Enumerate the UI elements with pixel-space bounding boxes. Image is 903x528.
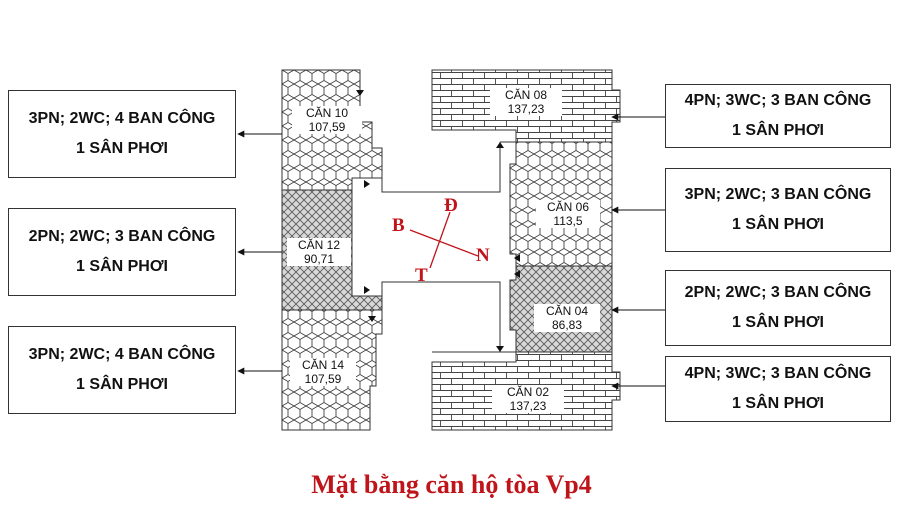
compass-north: Đ — [444, 195, 458, 216]
unit-area: 90,71 — [303, 252, 335, 266]
right-leaders — [611, 113, 665, 390]
unit-area: 86,83 — [551, 318, 583, 332]
unit-name: CĂN 06 — [546, 200, 590, 214]
box-line-2: 1 SÂN PHƠI — [76, 376, 168, 393]
unit-name: CĂN 08 — [504, 88, 548, 102]
box-line-1: 3PN; 2WC; 3 BAN CÔNG — [684, 186, 872, 203]
unit-area: 107,59 — [304, 372, 342, 386]
unit-label-14: CĂN 14 107,59 — [290, 358, 356, 386]
unit-label-08: CĂN 08 137,23 — [490, 88, 562, 116]
unit-label-02: CĂN 02 137,23 — [492, 385, 564, 413]
unit-name: CĂN 04 — [545, 304, 589, 318]
compass-west: B — [392, 215, 405, 236]
unit-area: 113,5 — [553, 214, 583, 228]
description-box-unit-10: 3PN; 2WC; 4 BAN CÔNG 1 SÂN PHƠI — [8, 90, 236, 178]
description-box-unit-06: 3PN; 2WC; 3 BAN CÔNG 1 SÂN PHƠI — [665, 168, 891, 252]
unit-name: CĂN 14 — [301, 358, 345, 372]
unit-name: CĂN 12 — [297, 238, 341, 252]
unit-name: CĂN 02 — [506, 385, 550, 399]
compass-south: T — [415, 265, 428, 286]
door-markers — [356, 90, 520, 352]
box-line-1: 4PN; 3WC; 3 BAN CÔNG — [684, 92, 872, 109]
unit-label-10: CĂN 10 107,59 — [292, 106, 362, 134]
unit-label-04: CĂN 04 86,83 — [534, 304, 600, 332]
box-line-2: 1 SÂN PHƠI — [732, 395, 824, 412]
box-line-2: 1 SÂN PHƠI — [76, 140, 168, 157]
box-line-2: 1 SÂN PHƠI — [732, 314, 824, 331]
box-line-2: 1 SÂN PHƠI — [732, 216, 824, 233]
right-wing — [431, 69, 621, 431]
unit-area: 137,23 — [507, 102, 545, 116]
box-line-1: 4PN; 3WC; 3 BAN CÔNG — [684, 365, 872, 382]
description-box-unit-02: 4PN; 3WC; 3 BAN CÔNG 1 SÂN PHƠI — [665, 356, 891, 422]
box-line-1: 3PN; 2WC; 4 BAN CÔNG — [28, 110, 216, 127]
unit-area: 107,59 — [308, 120, 346, 134]
unit-name: CĂN 10 — [305, 106, 349, 120]
description-box-unit-12: 2PN; 2WC; 3 BAN CÔNG 1 SÂN PHƠI — [8, 208, 236, 296]
box-line-1: 3PN; 2WC; 4 BAN CÔNG — [28, 346, 216, 363]
compass-east: N — [476, 245, 490, 266]
compass-lines — [409, 211, 479, 269]
unit-label-06: CĂN 06 113,5 — [536, 200, 600, 228]
corridor — [381, 141, 516, 353]
unit-label-12: CĂN 12 90,71 — [287, 238, 351, 266]
box-line-2: 1 SÂN PHƠI — [732, 122, 824, 139]
description-box-unit-14: 3PN; 2WC; 4 BAN CÔNG 1 SÂN PHƠI — [8, 326, 236, 414]
left-leaders — [237, 130, 282, 375]
description-box-unit-04: 2PN; 2WC; 3 BAN CÔNG 1 SÂN PHƠI — [665, 270, 891, 346]
box-line-1: 2PN; 2WC; 3 BAN CÔNG — [28, 228, 216, 245]
left-wing — [281, 69, 383, 431]
description-box-unit-08: 4PN; 3WC; 3 BAN CÔNG 1 SÂN PHƠI — [665, 84, 891, 148]
box-line-2: 1 SÂN PHƠI — [76, 258, 168, 275]
box-line-1: 2PN; 2WC; 3 BAN CÔNG — [684, 284, 872, 301]
plan-caption: Mặt bằng căn hộ tòa Vp4 — [311, 470, 592, 499]
unit-area: 137,23 — [509, 399, 547, 413]
